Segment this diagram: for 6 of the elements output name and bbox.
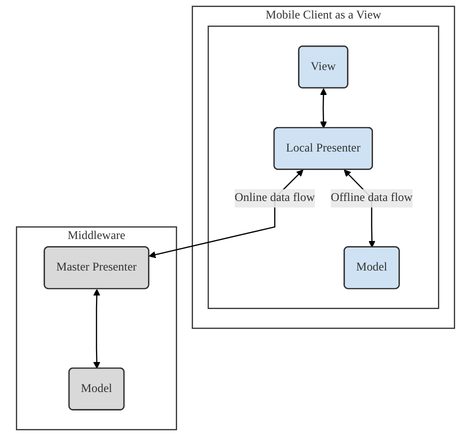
cluster	[208, 26, 440, 310]
arrow	[148, 170, 304, 258]
arrow	[320, 88, 327, 128]
edge-label: Online data flow	[234, 192, 315, 204]
arrow	[93, 288, 100, 369]
edge-label: Offline data flow	[330, 192, 413, 204]
